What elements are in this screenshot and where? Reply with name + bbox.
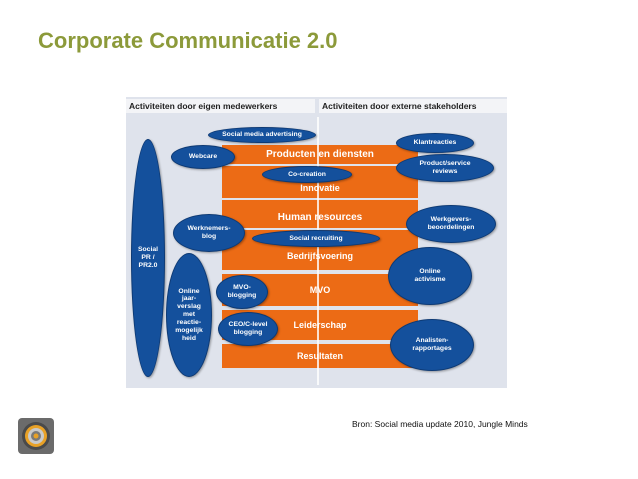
ellipse-webcare: Webcare — [171, 145, 235, 169]
ellipse-online-activisme: Online activisme — [388, 247, 472, 305]
band-resultaten: Resultaten — [222, 344, 418, 368]
logo-icon — [18, 418, 54, 454]
ellipse-ceo-blogging: CEO/C-level blogging — [218, 312, 278, 346]
ellipse-werkgevers-beoordelingen: Werkgevers-beoordelingen — [406, 205, 496, 243]
right-column-header: Activiteiten door externe stakeholders — [319, 99, 507, 113]
left-column-header: Activiteiten door eigen medewerkers — [126, 99, 315, 113]
ellipse-werknemers-blog: Werknemers-blog — [173, 214, 245, 252]
column-divider — [317, 117, 319, 385]
slide-title: Corporate Communicatie 2.0 — [38, 28, 338, 53]
ellipse-analisten-rapportages: Analisten-rapportages — [390, 319, 474, 371]
ellipse-mvo-blogging: MVO-blogging — [216, 275, 268, 309]
ellipse-social-media-advertising: Social media advertising — [208, 127, 316, 143]
communication-diagram: Activiteiten door eigen medewerkers Acti… — [126, 97, 507, 388]
source-caption: Bron: Social media update 2010, Jungle M… — [352, 419, 528, 429]
ellipse-klantreacties: Klantreacties — [396, 133, 474, 153]
band-human-resources: Human resources — [222, 200, 418, 228]
band-producten-en-diensten: Producten en diensten — [222, 145, 418, 164]
ellipse-social-recruiting: Social recruiting — [252, 230, 380, 247]
ellipse-product-reviews: Product/service reviews — [396, 154, 494, 182]
ellipse-online-jaarverslag: Online jaar-verslag met reactie-mogelijk… — [166, 253, 212, 377]
ellipse-co-creation: Co-creation — [262, 166, 352, 183]
ellipse-social-pr: Social PR / PR2.0 — [131, 139, 165, 377]
